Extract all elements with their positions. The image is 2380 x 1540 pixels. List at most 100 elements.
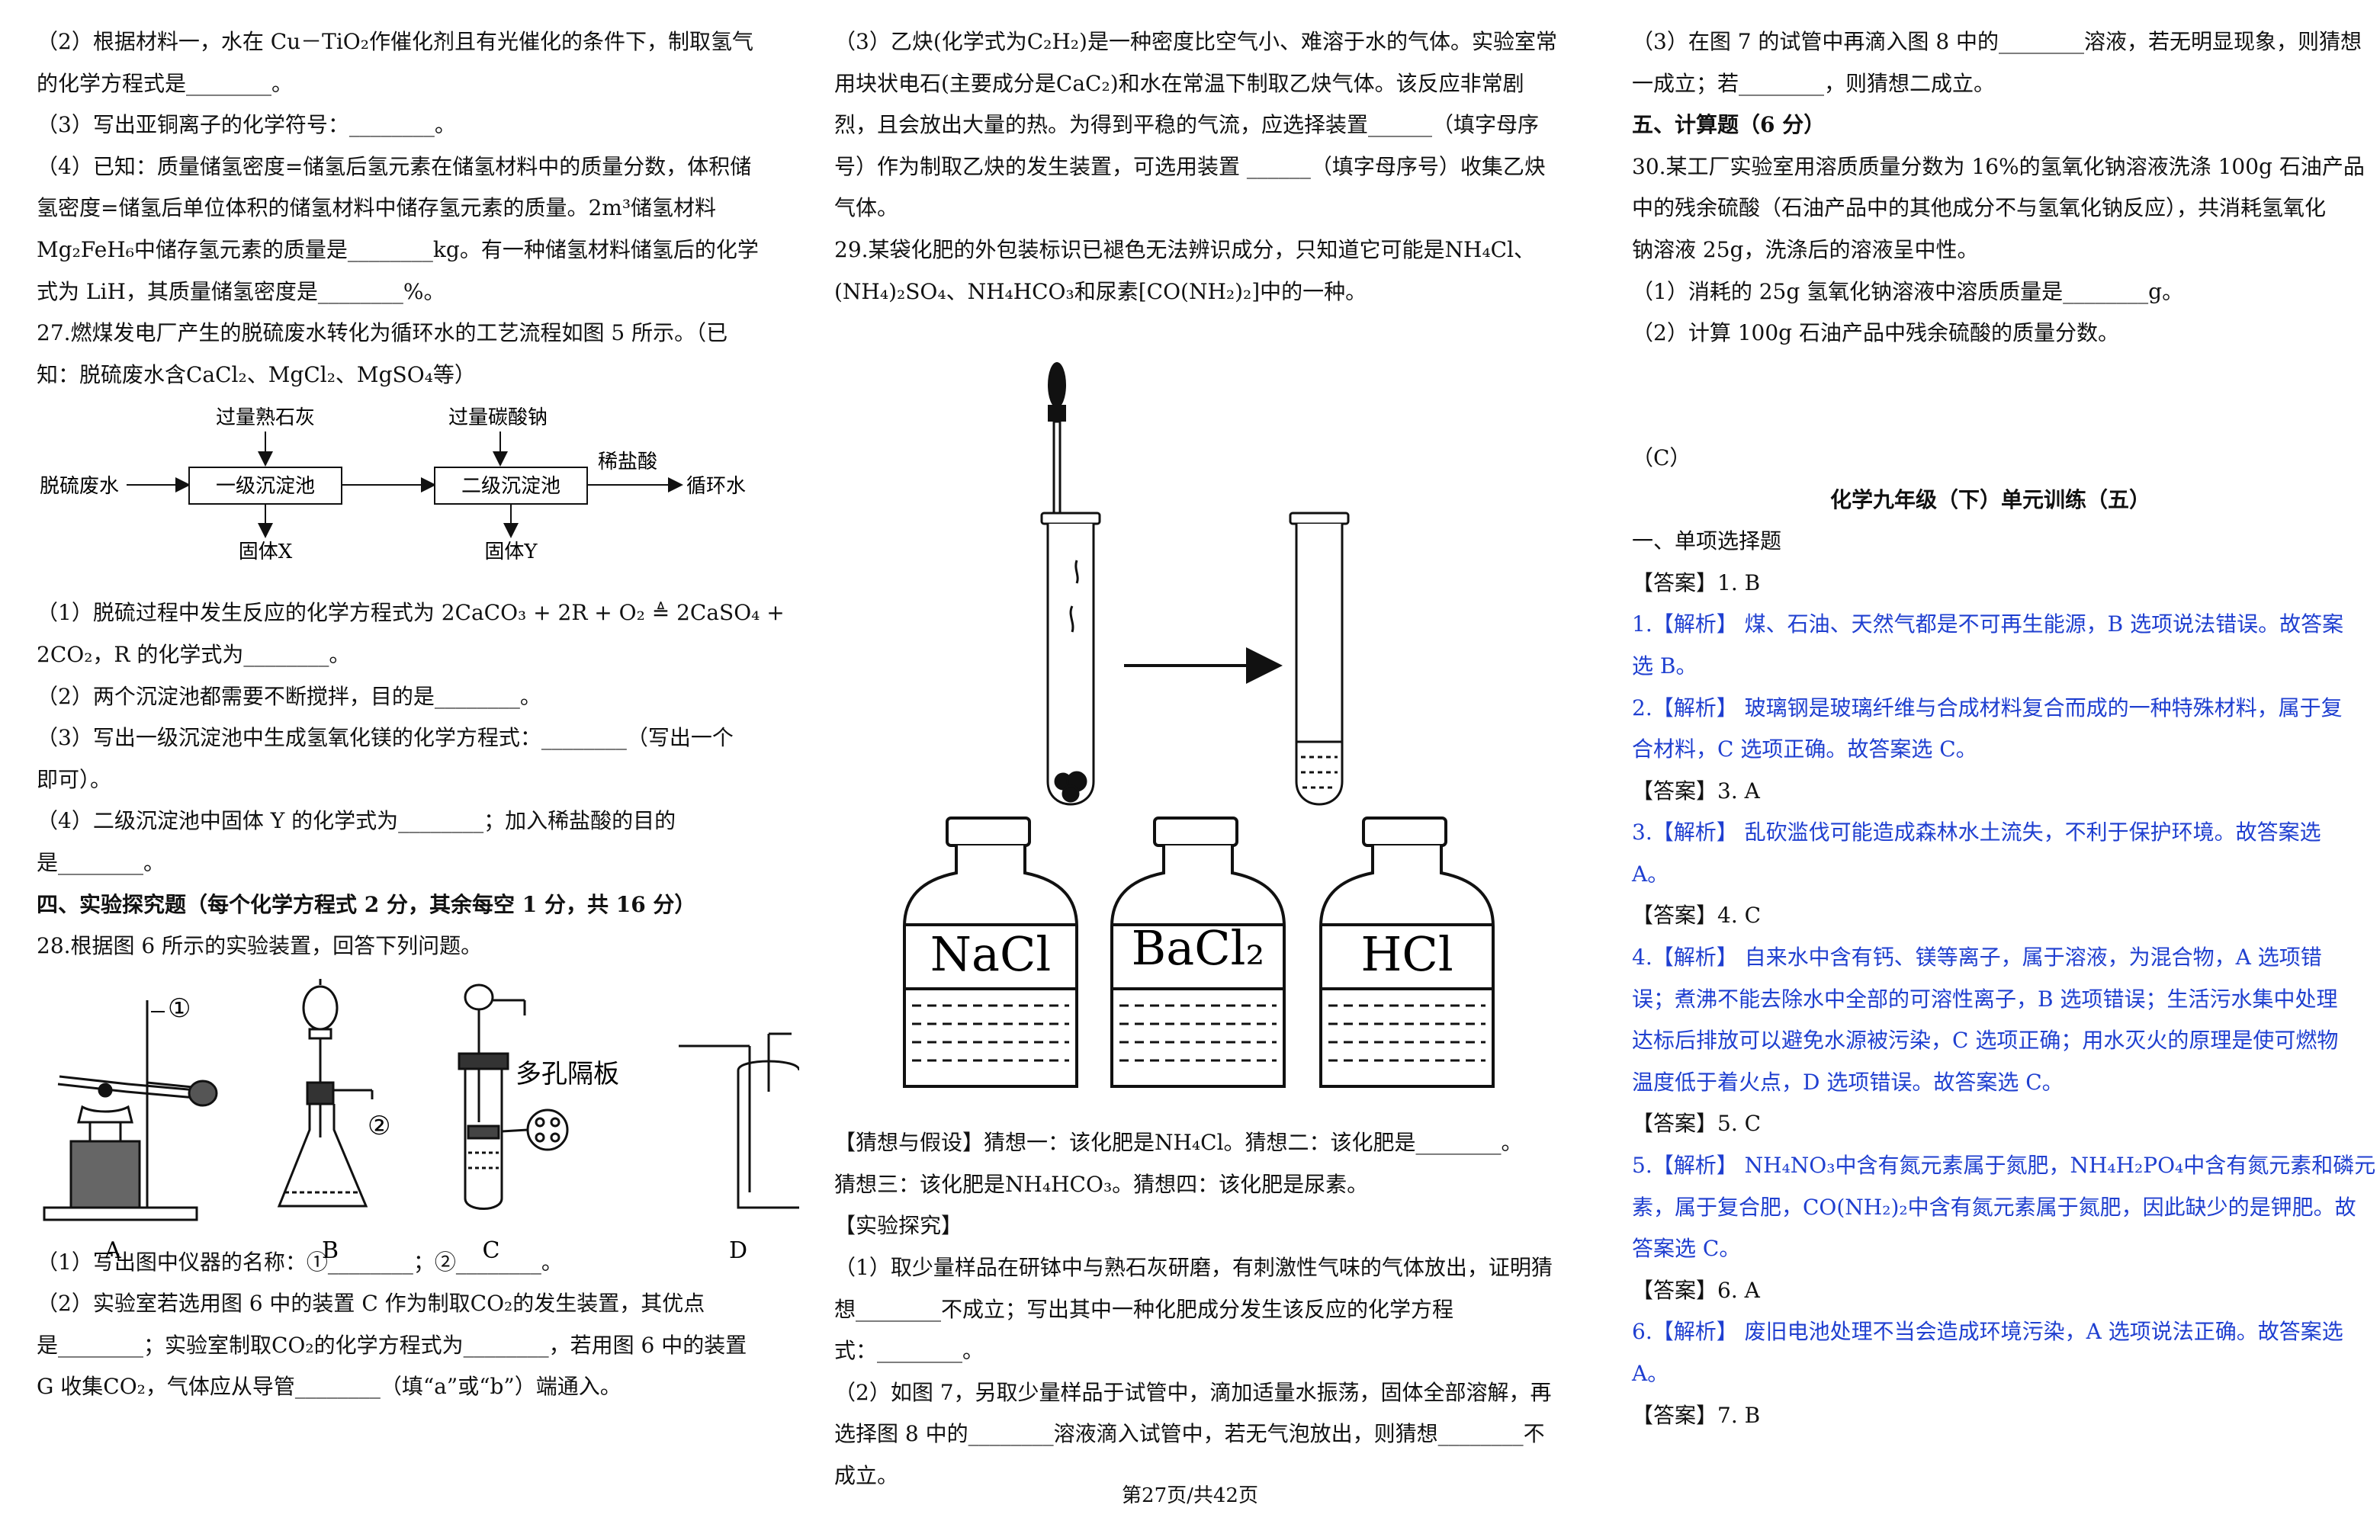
text-line: A。 bbox=[1632, 1361, 1669, 1386]
text-line: （C） bbox=[1632, 444, 1691, 470]
text-line: 用块状电石(主要成分是CaC₂)和水在常温下制取乙炔气体。该反应非常剧 bbox=[834, 70, 1524, 96]
text-line: （2）根据材料一，水在 Cu－TiO₂作催化剂且有光催化的条件下，制取氢气 bbox=[37, 29, 753, 54]
solid-x-label: 固体X bbox=[239, 541, 293, 563]
flowchart-figure: 过量熟石灰 过量碳酸钠 脱硫废水 一级沉淀池 二级沉淀池 稀盐酸 循环水 固体X… bbox=[40, 406, 746, 563]
text-block: （2）根据材料一，水在 Cu－TiO₂作催化剂且有光催化的条件下，制取氢气的化学… bbox=[37, 21, 799, 396]
bottle-label-hcl: HCl bbox=[1360, 926, 1453, 982]
label-c: C bbox=[483, 1237, 500, 1264]
text-line: 烈，且会放出大量的热。为得到平稳的气流，应选择装置______（填字母序 bbox=[834, 112, 1540, 138]
text-line: 素，属于复合肥，CO(NH₂)₂中含有氮元素属于氮肥，因此缺少的是钾肥。故 bbox=[1632, 1194, 2356, 1220]
output-label: 循环水 bbox=[686, 475, 746, 498]
text-line: 五、计算题（6 分） bbox=[1632, 112, 1826, 138]
text-line: 5.【解析】 NH₄NO₃中含有氮元素属于氮肥，NH₄H₂PO₄中含有氮元素和磷… bbox=[1632, 1153, 2376, 1179]
text-block: （1）写出图中仪器的名称：①________；②________。 （2）实验室若… bbox=[37, 1242, 799, 1408]
middle-column: （3）乙炔(化学式为C₂H₂)是一种密度比空气小、难溶于水的气体。实验室常用块状… bbox=[834, 21, 1563, 1497]
text-line: （3）乙炔(化学式为C₂H₂)是一种密度比空气小、难溶于水的气体。实验室常 bbox=[834, 29, 1557, 54]
text-line: 气体。 bbox=[834, 195, 899, 221]
label-b: B bbox=[322, 1237, 339, 1264]
label-a: A bbox=[104, 1237, 121, 1264]
primary-tank-label: 一级沉淀池 bbox=[216, 475, 315, 498]
text-line: 【猜想与假设】猜想一：该化肥是NH₄Cl。猜想二：该化肥是________。 bbox=[834, 1130, 1523, 1156]
text-line: （4）已知：质量储氢密度=储氢后氢元素在储氢材料中的质量分数，体积储 bbox=[37, 153, 752, 179]
text-line: 一、单项选择题 bbox=[1632, 528, 1782, 554]
text-block: （3）乙炔(化学式为C₂H₂)是一种密度比空气小、难溶于水的气体。实验室常用块状… bbox=[834, 21, 1563, 313]
acid-label: 稀盐酸 bbox=[598, 451, 657, 473]
text-line: 成立。 bbox=[834, 1462, 899, 1488]
text-line: （3）在图 7 的试管中再滴入图 8 中的________溶液，若无明显现象，则… bbox=[1632, 29, 2362, 54]
text-line: 达标后排放可以避免水源被污染，C 选项正确；用水灭火的原理是使可燃物 bbox=[1632, 1028, 2339, 1054]
text-line: （2）两个沉淀池都需要不断搅拌，目的是________。 bbox=[37, 683, 541, 709]
right-column: （3）在图 7 的试管中再滴入图 8 中的________溶液，若无明显现象，则… bbox=[1632, 21, 2376, 1436]
bottle-label-nacl: NaCl bbox=[930, 926, 1051, 982]
text-line bbox=[1632, 355, 2349, 396]
text-line: 选 B。 bbox=[1632, 653, 1697, 679]
apparatus-b bbox=[277, 979, 374, 1208]
text-line: 氢密度=储氢后单位体积的储氢材料中储存氢元素的质量。2m³储氢材料 bbox=[37, 195, 717, 221]
text-line: 中的残余硫酸（石油产品中的其他成分不与氢氧化钠反应），共消耗氢氧化 bbox=[1632, 195, 2327, 221]
label-d: D bbox=[729, 1237, 747, 1264]
test-tube-left bbox=[1040, 512, 1101, 806]
text-line: （1）写出图中仪器的名称：①________；②________。 bbox=[37, 1249, 563, 1275]
text-line: 式：________。 bbox=[834, 1338, 984, 1364]
marker-1: ① bbox=[168, 993, 191, 1024]
apparatus-a bbox=[43, 1000, 218, 1221]
text-line: 知：脱硫废水含CaCl₂、MgCl₂、MgSO₄等） bbox=[37, 361, 476, 387]
apparatus-d bbox=[679, 1032, 799, 1209]
text-line: 【答案】4. C bbox=[1632, 903, 1762, 929]
text-line: 化学九年级（下）单元训练（五） bbox=[1829, 486, 2150, 512]
marker-2: ② bbox=[368, 1111, 390, 1141]
text-line: 6.【解析】 废旧电池处理不当会造成环境污染，A 选项说法正确。故答案选 bbox=[1632, 1319, 2343, 1345]
text-line: 【答案】5. C bbox=[1632, 1111, 1762, 1137]
bottle-bacl2 bbox=[1110, 817, 1286, 1088]
text-block: （1）脱硫过程中发生反应的化学方程式为 2CaCO₃ + 2R + O₂ ≜ 2… bbox=[37, 592, 799, 967]
text-line: 答案选 C。 bbox=[1632, 1236, 1741, 1262]
text-line: 一成立；若________，则猜想二成立。 bbox=[1632, 70, 1996, 96]
test-tube-right bbox=[1289, 512, 1350, 806]
text-line: 【答案】7. B bbox=[1632, 1402, 1761, 1428]
text-block: （3）在图 7 的试管中再滴入图 8 中的________溶液，若无明显现象，则… bbox=[1632, 21, 2376, 1436]
text-line: （1）取少量样品在研钵中与熟石灰研磨，有刺激性气味的气体放出，证明猜 bbox=[834, 1254, 1553, 1280]
text-line: 3.【解析】 乱砍滥伐可能造成森林水土流失，不利于保护环境。故答案选 bbox=[1632, 820, 2321, 845]
text-line: 【答案】1. B bbox=[1632, 569, 1761, 595]
left-column: （2）根据材料一，水在 Cu－TiO₂作催化剂且有光催化的条件下，制取氢气的化学… bbox=[37, 21, 799, 1408]
top-label-2: 过量碳酸钠 bbox=[448, 406, 548, 429]
text-line: 2CO₂，R 的化学式为________。 bbox=[37, 641, 351, 667]
text-line: (NH₄)₂SO₄、NH₄HCO₃和尿素[CO(NH₂)₂]中的一种。 bbox=[834, 278, 1367, 304]
text-line: （2）如图 7，另取少量样品于试管中，滴加适量水振荡，固体全部溶解，再 bbox=[834, 1379, 1552, 1405]
text-line: 【答案】6. A bbox=[1632, 1277, 1760, 1303]
page-footer: 第27页/共42页 bbox=[1122, 1484, 1258, 1507]
text-line: 29.某袋化肥的外包装标识已褪色无法辨识成分，只知道它可能是NH₄Cl、 bbox=[834, 236, 1536, 262]
text-line: 是________；实验室制取CO₂的化学方程式为________，若用图 6 … bbox=[37, 1332, 747, 1358]
text-line: （2）实验室若选用图 6 中的装置 C 作为制取CO₂的发生装置，其优点 bbox=[37, 1291, 705, 1317]
top-label-1: 过量熟石灰 bbox=[216, 406, 315, 429]
bottle-hcl bbox=[1319, 817, 1495, 1088]
porous-plate-label: 多孔隔板 bbox=[516, 1059, 619, 1089]
dropper-icon bbox=[1048, 362, 1066, 537]
apparatus-c bbox=[458, 983, 569, 1210]
text-line: （1）脱硫过程中发生反应的化学方程式为 2CaCO₃ + 2R + O₂ ≜ 2… bbox=[37, 600, 785, 626]
text-line: 4.【解析】 自来水中含有钙、镁等离子，属于溶液，为混合物，A 选项错 bbox=[1632, 945, 2322, 971]
text-line: （2）计算 100g 石油产品中残余硫酸的质量分数。 bbox=[1632, 320, 2119, 346]
text-line: （3）写出亚铜离子的化学符号：________。 bbox=[37, 112, 456, 138]
secondary-tank-label: 二级沉淀池 bbox=[461, 475, 560, 498]
text-line: A。 bbox=[1632, 861, 1669, 887]
text-line: 【实验探究】 bbox=[834, 1213, 963, 1239]
text-line: （4）二级沉淀池中固体 Y 的化学式为________；加入稀盐酸的目的 bbox=[37, 808, 676, 834]
text-line: 【答案】3. A bbox=[1632, 778, 1760, 804]
text-line: 式为 LiH，其质量储氢密度是________%。 bbox=[37, 278, 445, 304]
text-line: 号）作为制取乙炔的发生装置，可选用装置 ______（填字母序号）收集乙炔 bbox=[834, 153, 1546, 179]
text-line: G 收集CO₂，气体应从导管________（填“a”或“b”）端通入。 bbox=[37, 1374, 621, 1400]
text-line: 误；煮沸不能去除水中全部的可溶性离子，B 选项错误；生活污水集中处理 bbox=[1632, 986, 2338, 1012]
text-line: 28.根据图 6 所示的实验装置，回答下列问题。 bbox=[37, 933, 483, 959]
text-line: 想________不成立；写出其中一种化肥成分发生该反应的化学方程 bbox=[834, 1296, 1454, 1322]
input-label: 脱硫废水 bbox=[40, 475, 119, 498]
text-line: 四、实验探究题（每个化学方程式 2 分，其余每空 1 分，共 16 分） bbox=[37, 891, 696, 917]
text-line: 的化学方程式是________。 bbox=[37, 70, 294, 96]
text-line: 温度低于着火点，D 选项错误。故答案选 C。 bbox=[1632, 1069, 2064, 1095]
text-line: 选择图 8 中的________溶液滴入试管中，若无气泡放出，则猜想______… bbox=[834, 1421, 1545, 1447]
text-line: 2.【解析】 玻璃钢是玻璃纤维与合成材料复合而成的一种特殊材料，属于复 bbox=[1632, 695, 2343, 720]
text-line: 30.某工厂实验室用溶质质量分数为 16%的氢氧化钠溶液洗涤 100g 石油产品 bbox=[1632, 153, 2365, 179]
reagent-figure: NaCl BaCl₂ HCl bbox=[903, 362, 1495, 1088]
text-line: 猜想三：该化肥是NH₄HCO₃。猜想四：该化肥是尿素。 bbox=[834, 1171, 1369, 1197]
text-line: 合材料，C 选项正确。故答案选 C。 bbox=[1632, 736, 1977, 762]
